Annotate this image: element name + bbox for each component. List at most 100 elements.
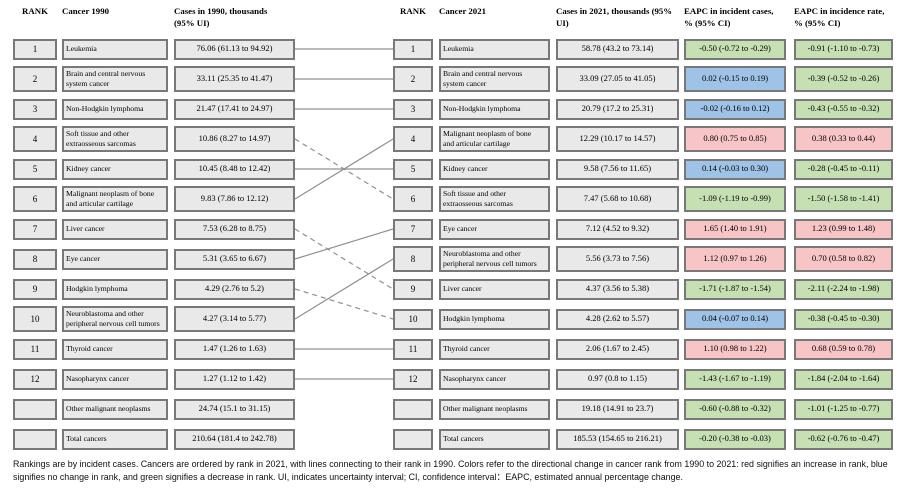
header-rank-2021: RANK xyxy=(400,6,426,16)
header-cases-2021: Cases in 2021, thousands (95% UI) xyxy=(556,6,673,28)
cancer-1990-cell: Nasopharynx cancer xyxy=(62,368,168,390)
eapc-cases-cell: -1.71 (-1.87 to -1.54) xyxy=(684,278,786,300)
eapc-rate-cell: -0.38 (-0.45 to -0.30) xyxy=(794,308,893,330)
cancer-2021-cell: Eye cancer xyxy=(439,218,550,240)
rank-link xyxy=(294,258,394,320)
cases-2021-cell: 12.29 (10.17 to 14.57) xyxy=(556,126,679,152)
rank-2021-cell: 3 xyxy=(393,98,433,120)
cancer-1990-cell: Malignant neoplasm of bone and articular… xyxy=(62,186,168,212)
cancer-2021-cell: Liver cancer xyxy=(439,278,550,300)
cases-1990-cell: 10.86 (8.27 to 14.97) xyxy=(174,126,295,152)
rank-2021-cell: 11 xyxy=(393,338,433,360)
rank-1990-cell: 8 xyxy=(13,248,57,270)
eapc-rate-cell: -0.62 (-0.76 to -0.47) xyxy=(794,428,893,450)
eapc-rate-cell: 0.70 (0.58 to 0.82) xyxy=(794,246,893,272)
rank-2021-cell xyxy=(393,428,433,450)
cases-1990-cell: 33.11 (25.35 to 41.47) xyxy=(174,66,295,92)
eapc-cases-cell: -0.20 (-0.38 to -0.03) xyxy=(684,428,786,450)
cases-1990-cell: 10.45 (8.48 to 12.42) xyxy=(174,158,295,180)
cancer-1990-cell: Hodgkin lymphoma xyxy=(62,278,168,300)
cancer-2021-cell: Kidney cancer xyxy=(439,158,550,180)
rank-1990-cell: 6 xyxy=(13,186,57,212)
rank-link xyxy=(294,288,394,320)
header-cancer-1990: Cancer 1990 xyxy=(62,6,109,16)
rank-2021-cell: 10 xyxy=(393,308,433,330)
cancer-2021-cell: Hodgkin lymphoma xyxy=(439,308,550,330)
header-cancer-2021: Cancer 2021 xyxy=(439,6,486,16)
rank-1990-cell: 5 xyxy=(13,158,57,180)
eapc-rate-cell: -1.50 (-1.58 to -1.41) xyxy=(794,186,893,212)
eapc-rate-cell: 1.23 (0.99 to 1.48) xyxy=(794,218,893,240)
eapc-rate-cell: -0.43 (-0.55 to -0.32) xyxy=(794,98,893,120)
cancer-2021-cell: Leukemia xyxy=(439,38,550,60)
cases-2021-cell: 58.78 (43.2 to 73.14) xyxy=(556,38,679,60)
rank-1990-cell xyxy=(13,428,57,450)
cases-2021-cell: 9.58 (7.56 to 11.65) xyxy=(556,158,679,180)
rank-2021-cell: 4 xyxy=(393,126,433,152)
rank-1990-cell: 9 xyxy=(13,278,57,300)
cases-1990-cell: 210.64 (181.4 to 242.78) xyxy=(174,428,295,450)
header-eapc-rate: EAPC in incidence rate, % (95% CI) xyxy=(794,6,885,28)
eapc-rate-cell: -0.28 (-0.45 to -0.11) xyxy=(794,158,893,180)
cancer-2021-cell: Total cancers xyxy=(439,428,550,450)
header-eapc-cases: EAPC in incident cases, % (95% CI) xyxy=(684,6,774,28)
cancer-1990-cell: Other malignant neoplasms xyxy=(62,398,168,420)
rank-2021-cell xyxy=(393,398,433,420)
eapc-cases-cell: -0.60 (-0.88 to -0.32) xyxy=(684,398,786,420)
cancer-1990-cell: Neuroblastoma and other peripheral nervo… xyxy=(62,306,168,332)
cases-1990-cell: 9.83 (7.86 to 12.12) xyxy=(174,186,295,212)
eapc-cases-cell: 1.65 (1.40 to 1.91) xyxy=(684,218,786,240)
rank-1990-cell: 4 xyxy=(13,126,57,152)
cancer-1990-cell: Liver cancer xyxy=(62,218,168,240)
cancer-1990-cell: Non-Hodgkin lymphoma xyxy=(62,98,168,120)
eapc-rate-cell: -1.01 (-1.25 to -0.77) xyxy=(794,398,893,420)
header-cases-1990: Cases in 1990, thousands (95% UI) xyxy=(174,6,268,28)
cases-1990-cell: 4.27 (3.14 to 5.77) xyxy=(174,306,295,332)
cancer-2021-cell: Brain and central nervous system cancer xyxy=(439,66,550,92)
rank-2021-cell: 6 xyxy=(393,186,433,212)
cancer-2021-cell: Thyroid cancer xyxy=(439,338,550,360)
cases-2021-cell: 7.47 (5.68 to 10.68) xyxy=(556,186,679,212)
cases-2021-cell: 0.97 (0.8 to 1.15) xyxy=(556,368,679,390)
rank-link xyxy=(294,138,394,200)
cases-1990-cell: 1.47 (1.26 to 1.63) xyxy=(174,338,295,360)
rank-2021-cell: 1 xyxy=(393,38,433,60)
eapc-rate-cell: -0.39 (-0.52 to -0.26) xyxy=(794,66,893,92)
rank-link xyxy=(294,228,394,260)
cancer-2021-cell: Other malignant neoplasms xyxy=(439,398,550,420)
eapc-rate-cell: -1.84 (-2.04 to -1.64) xyxy=(794,368,893,390)
rank-1990-cell: 1 xyxy=(13,38,57,60)
eapc-cases-cell: -0.02 (-0.16 to 0.12) xyxy=(684,98,786,120)
cancer-2021-cell: Soft tissue and other extraosseous sarco… xyxy=(439,186,550,212)
rank-2021-cell: 12 xyxy=(393,368,433,390)
rank-2021-cell: 8 xyxy=(393,246,433,272)
cases-1990-cell: 4.29 (2.76 to 5.2) xyxy=(174,278,295,300)
cases-2021-cell: 4.37 (3.56 to 5.38) xyxy=(556,278,679,300)
rank-2021-cell: 2 xyxy=(393,66,433,92)
eapc-cases-cell: 0.80 (0.75 to 0.85) xyxy=(684,126,786,152)
eapc-rate-cell: -2.11 (-2.24 to -1.98) xyxy=(794,278,893,300)
rank-1990-cell: 3 xyxy=(13,98,57,120)
cases-1990-cell: 21.47 (17.41 to 24.97) xyxy=(174,98,295,120)
cancer-1990-cell: Leukemia xyxy=(62,38,168,60)
cancer-1990-cell: Eye cancer xyxy=(62,248,168,270)
eapc-cases-cell: -1.43 (-1.67 to -1.19) xyxy=(684,368,786,390)
cases-2021-cell: 5.56 (3.73 to 7.56) xyxy=(556,246,679,272)
rank-1990-cell: 12 xyxy=(13,368,57,390)
cancer-1990-cell: Soft tissue and other extraosseous sarco… xyxy=(62,126,168,152)
rank-1990-cell: 11 xyxy=(13,338,57,360)
cases-1990-cell: 76.06 (61.13 to 94.92) xyxy=(174,38,295,60)
rank-2021-cell: 7 xyxy=(393,218,433,240)
eapc-cases-cell: 0.02 (-0.15 to 0.19) xyxy=(684,66,786,92)
rank-link xyxy=(294,228,394,290)
cases-2021-cell: 19.18 (14.91 to 23.7) xyxy=(556,398,679,420)
cases-2021-cell: 20.79 (17.2 to 25.31) xyxy=(556,98,679,120)
cases-2021-cell: 33.09 (27.05 to 41.05) xyxy=(556,66,679,92)
eapc-rate-cell: 0.38 (0.33 to 0.44) xyxy=(794,126,893,152)
eapc-cases-cell: 1.12 (0.97 to 1.26) xyxy=(684,246,786,272)
rank-2021-cell: 5 xyxy=(393,158,433,180)
cancer-1990-cell: Total cancers xyxy=(62,428,168,450)
cancer-1990-cell: Kidney cancer xyxy=(62,158,168,180)
eapc-rate-cell: -0.91 (-1.10 to -0.73) xyxy=(794,38,893,60)
